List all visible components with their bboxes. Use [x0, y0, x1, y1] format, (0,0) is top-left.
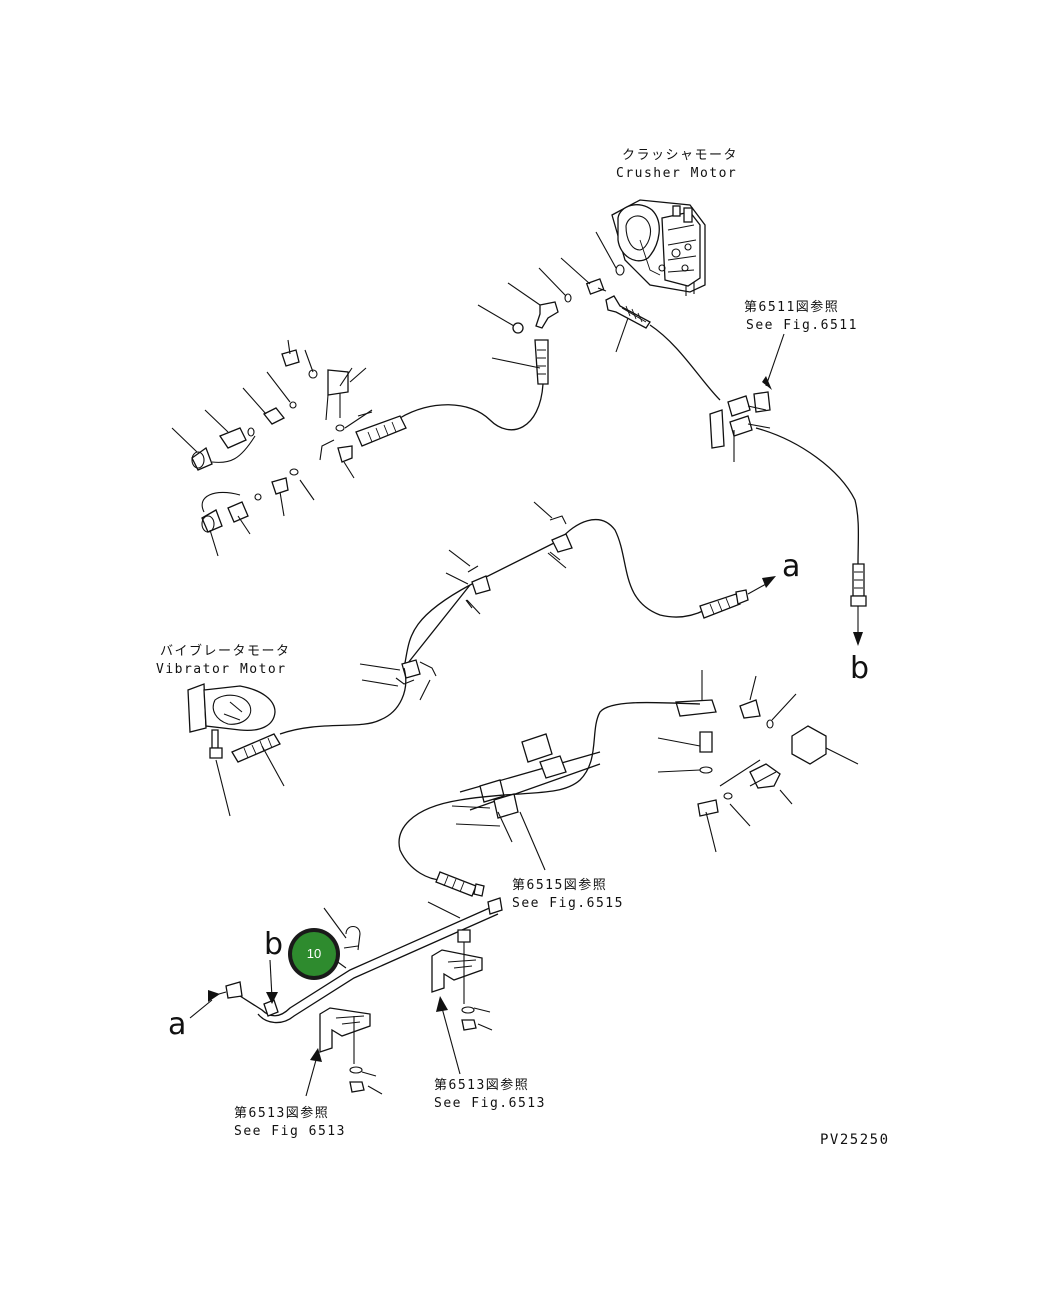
upper-left-block-group — [171, 339, 407, 557]
hose-crusher-to-valve — [649, 324, 721, 401]
ref-6513-right-label-en: See Fig.6513 — [434, 1096, 546, 1111]
hose-vibrator — [279, 667, 407, 735]
ref-6511-label-jp: 第6511図参照 — [744, 300, 840, 315]
crusher-motor-fittings — [512, 264, 651, 334]
vertical-hose-fitting — [491, 339, 549, 385]
ref-6515-label-en: See Fig.6515 — [512, 896, 624, 911]
right-lower-block-group — [657, 670, 859, 853]
ref-6513-right-label-jp: 第6513図参照 — [434, 1078, 530, 1093]
ref-6513-left-label-en: See Fig 6513 — [234, 1124, 346, 1139]
middle-hose-clamps — [359, 501, 706, 701]
ref-6511-label-en: See Fig.6511 — [746, 318, 858, 333]
hose-upper-left — [399, 383, 544, 431]
callout-10-button[interactable]: 10 — [288, 928, 340, 980]
ref-6515-label-jp: 第6515図参照 — [512, 878, 608, 893]
left-bracket — [305, 907, 383, 1097]
b-right-fitting — [850, 563, 867, 646]
right-bracket — [431, 929, 493, 1075]
crusher-motor-label-jp: クラッシャモータ — [622, 148, 739, 163]
connector-b-bottom: b — [264, 927, 284, 962]
connector-a-bottom: a — [168, 1007, 187, 1042]
crusher-motor-label-en: Crusher Motor — [616, 166, 738, 181]
vibrator-motor-label-jp: バイブレータモータ — [160, 644, 291, 659]
connector-b-right: b — [850, 651, 870, 686]
hose-6515 — [398, 701, 701, 881]
connector-a-right: a — [782, 549, 801, 584]
vibrator-hose-fitting — [231, 733, 285, 787]
lower-hose-fitting — [435, 871, 485, 897]
bottom-pipe — [189, 897, 503, 1024]
fig6511-valve-group — [709, 333, 785, 462]
callout-10-number: 10 — [292, 932, 336, 976]
fig6515-clamp-group — [451, 733, 601, 871]
vibrator-motor-label-en: Vibrator Motor — [156, 662, 287, 677]
ref-6513-left-label-jp: 第6513図参照 — [234, 1106, 330, 1121]
crusher-motor — [611, 199, 706, 296]
drawing-code: PV25250 — [820, 1132, 890, 1148]
vibrator-motor — [187, 683, 276, 817]
hose-valve-to-b — [755, 427, 860, 565]
leader-lines-crusher — [477, 231, 629, 353]
a-right-fitting — [699, 576, 776, 619]
